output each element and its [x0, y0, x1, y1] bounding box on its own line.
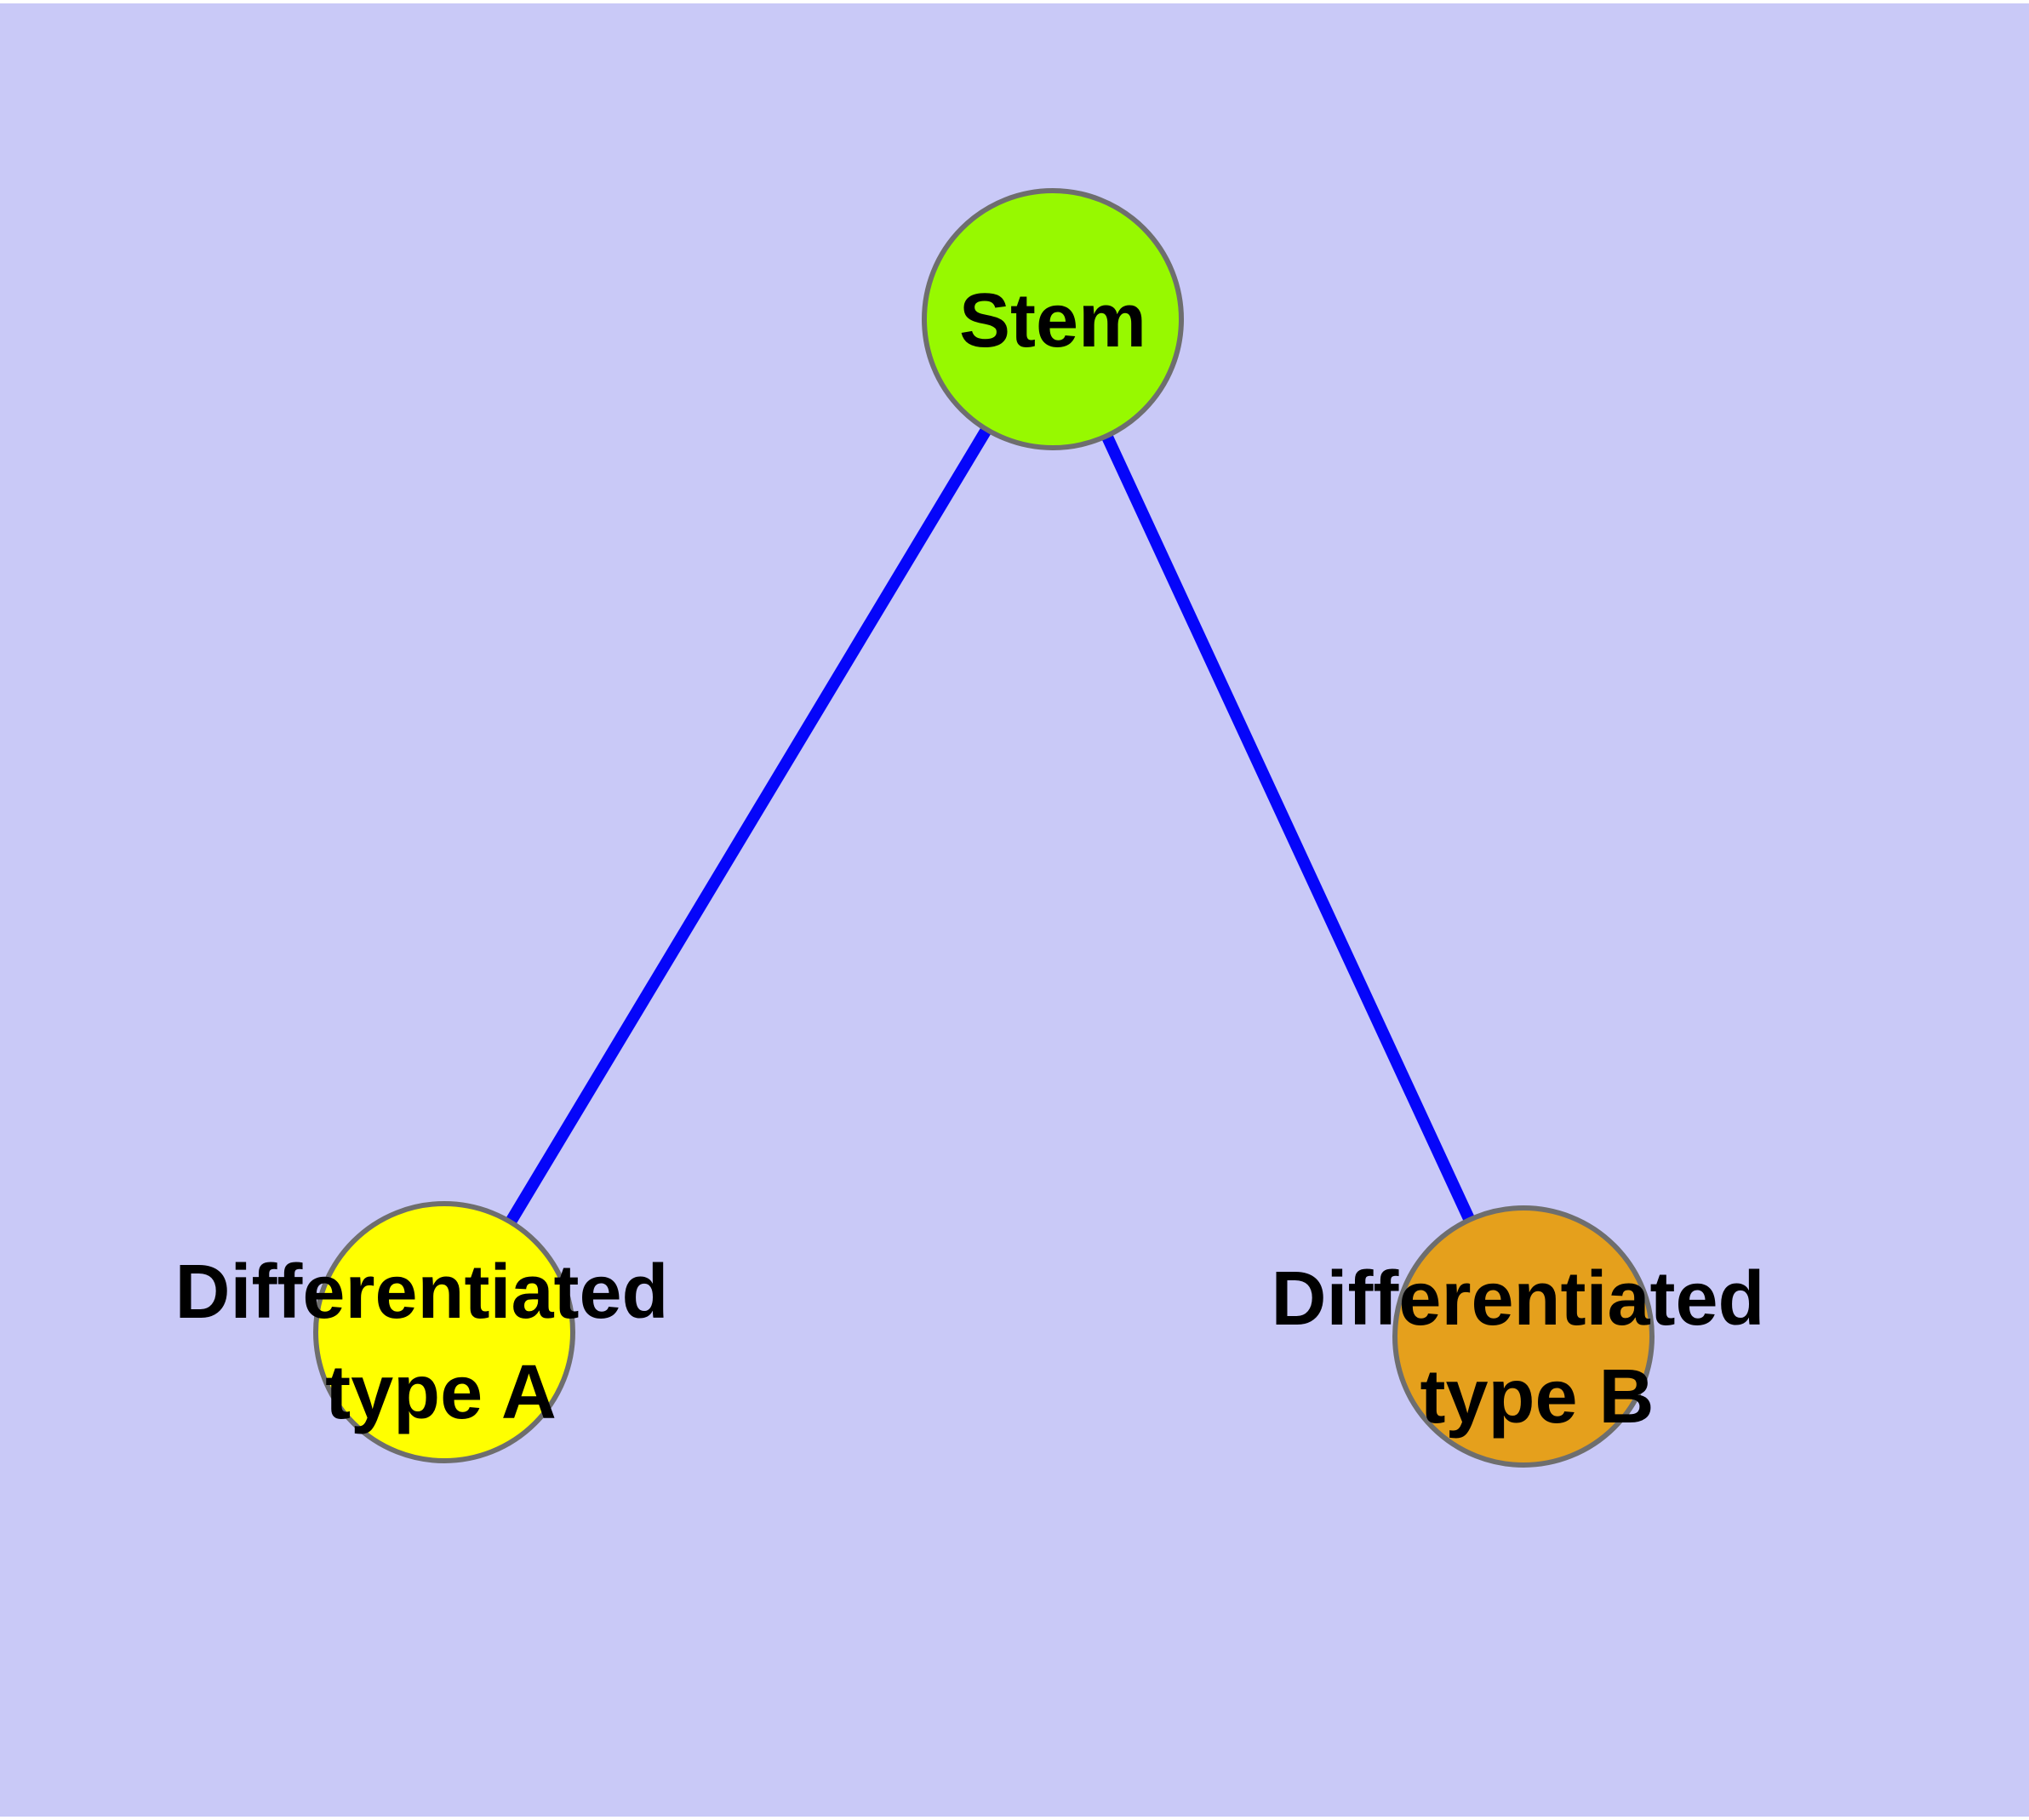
- node-stem-label-line-1: Stem: [959, 278, 1146, 363]
- label-group: Stem Differentiated type A Differentiate…: [174, 278, 1786, 1439]
- edge-stem-to-type-a: [438, 316, 1059, 1336]
- node-differentiated-type-a-label-line-1: Differentiated: [174, 1250, 668, 1335]
- node-stem-label: Stem: [959, 278, 1146, 363]
- edge-stem-to-type-b: [1047, 317, 1529, 1339]
- node-differentiated-type-a-label-line-2: type A: [325, 1350, 557, 1435]
- node-stem-circle: [922, 188, 1184, 450]
- node-differentiated-type-b-circle: [1392, 1205, 1655, 1468]
- node-group: [313, 188, 1655, 1468]
- node-differentiated-type-b-label-line-1: Differentiated: [1271, 1256, 1764, 1342]
- node-differentiated-type-a-label: Differentiated type A: [174, 1250, 689, 1435]
- node-differentiated-type-b-label-line-2: type B: [1420, 1354, 1654, 1439]
- edge-group: [438, 316, 1529, 1339]
- node-differentiated-type-a-circle: [313, 1201, 575, 1463]
- node-differentiated-type-b-label: Differentiated type B: [1271, 1256, 1786, 1439]
